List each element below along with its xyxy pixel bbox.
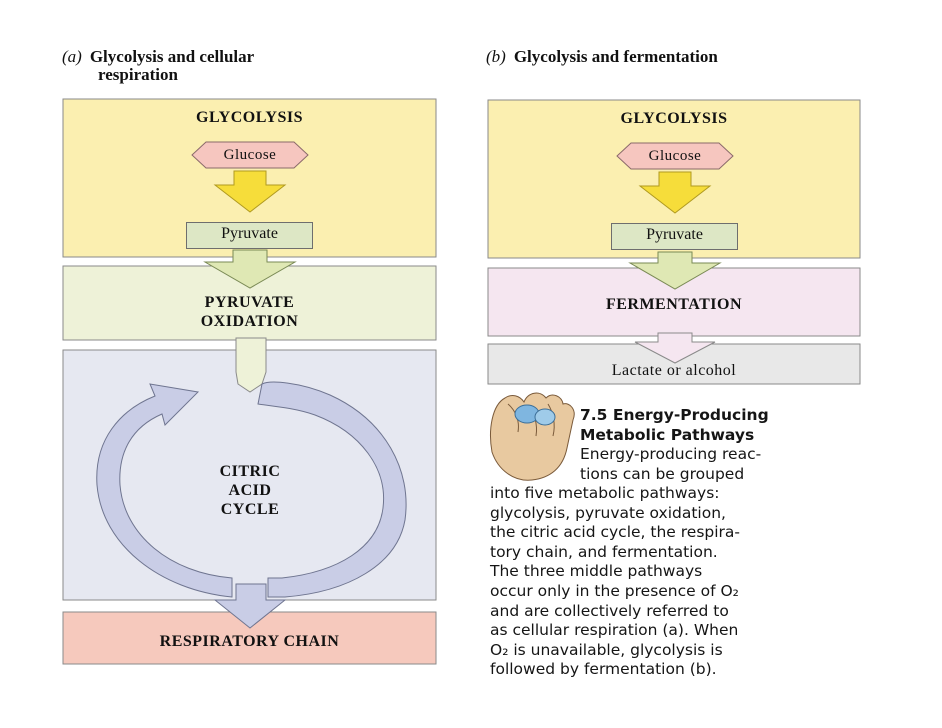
cycle-arrow-left [96, 383, 233, 598]
caption-line-7: occur only in the presence of O₂ [490, 581, 739, 600]
pyruvate-oxidation-label: PYRUVATE OXIDATION [63, 293, 436, 331]
arrow-to-cycle [235, 337, 267, 393]
respiratory-chain-label: RESPIRATORY CHAIN [159, 633, 340, 650]
panel-b-heading-text: Glycolysis and fermentation [513, 47, 718, 66]
caption-line-6: The three middle pathways [490, 562, 703, 581]
caption-line-10: O₂ is unavailable, glycolysis is [490, 640, 723, 659]
cycle-arrow [257, 381, 407, 598]
glucose-label-b: Glucose [648, 148, 702, 164]
caption-line-1: tions can be grouped [580, 464, 745, 483]
caption-line-4: the citric acid cycle, the respira- [490, 523, 741, 542]
glycolysis-label-b: GLYCOLYSIS [620, 110, 728, 127]
glucose-label-a: Glucose [223, 147, 277, 163]
citric-line3: CYCLE [220, 501, 280, 518]
arrow-to-product [634, 332, 716, 364]
panel-b-tag: (b) [486, 47, 506, 66]
caption-line-8: and are collectively referred to [490, 601, 729, 620]
pyruvate-oxidation-line1: PYRUVATE [204, 294, 295, 311]
product-label: Lactate or alcohol [611, 362, 737, 379]
panel-a-heading-line1: Glycolysis and cellular [89, 47, 255, 66]
panel-b-heading: (b) Glycolysis and fermentation [486, 48, 886, 66]
panel-a-heading: (a) Glycolysis and cellular respiration [62, 48, 422, 84]
pink-arrow-b [628, 251, 722, 290]
caption-line-2: into five metabolic pathways: [490, 484, 720, 502]
caption-title: 7.5 Energy-Producing Metabolic Pathways [580, 406, 880, 445]
citric-line2: ACID [228, 482, 272, 499]
hand-icon [490, 392, 575, 481]
caption-intro: Energy-producing reac- tions can be grou… [580, 445, 880, 484]
caption-title-line2: Metabolic Pathways [580, 425, 755, 444]
pyruvate-box-a: Pyruvate [186, 222, 313, 249]
caption-line-0: Energy-producing reac- [580, 445, 762, 463]
yellow-arrow-a [213, 170, 287, 213]
caption-line-3: glycolysis, pyruvate oxidation, [490, 503, 726, 522]
caption-title-line1: 7.5 Energy-Producing [580, 406, 769, 424]
caption-body: into five metabolic pathways: glycolysis… [490, 484, 910, 680]
pyruvate-box-b: Pyruvate [611, 223, 738, 250]
glycolysis-label-a: GLYCOLYSIS [196, 109, 303, 126]
caption-line-11: followed by fermentation (b). [490, 660, 717, 679]
panel-a-heading-line2: respiration [98, 65, 178, 84]
caption-line-9: as cellular respiration (a). When [490, 621, 739, 640]
citric-line1: CITRIC [219, 463, 281, 480]
citric-acid-cycle-label: CITRIC ACID CYCLE [150, 462, 350, 519]
fermentation-label: FERMENTATION [605, 296, 743, 313]
caption-line-5: tory chain, and fermentation. [490, 542, 718, 561]
panel-a-tag: (a) [62, 47, 82, 66]
glucose-hexagon-a [191, 141, 309, 169]
glucose-hexagon-b [616, 142, 734, 170]
yellow-arrow-b [638, 171, 712, 214]
arrow-to-respiratory [213, 583, 287, 629]
green-arrow-a [203, 249, 297, 289]
pyruvate-oxidation-line2: OXIDATION [200, 313, 299, 330]
